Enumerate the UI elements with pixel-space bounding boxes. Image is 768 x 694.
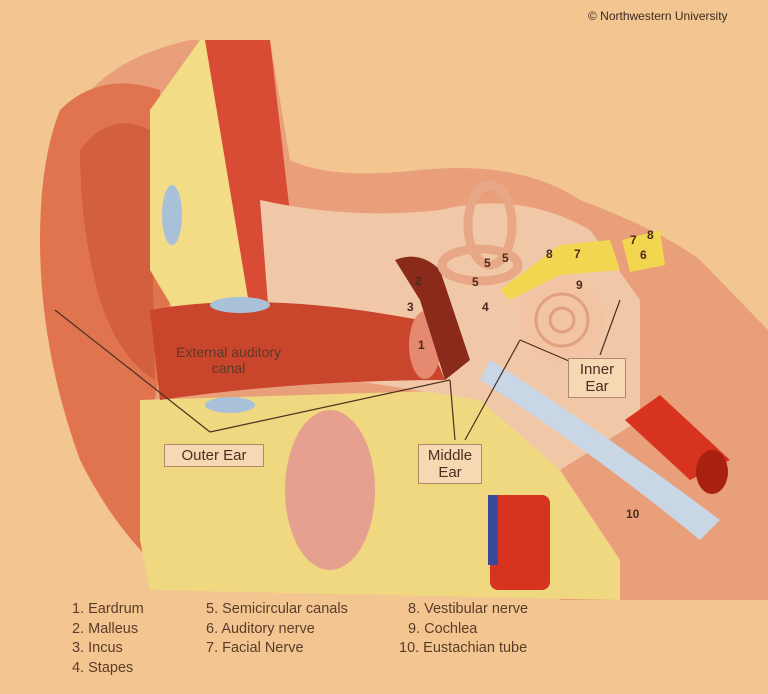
- outer-ear-label: Outer Ear: [164, 444, 264, 467]
- marker-5: 5: [484, 256, 491, 270]
- marker-9: 9: [576, 278, 583, 292]
- legend-column-2: 5. Semicircular canals 6. Auditory nerve…: [206, 600, 348, 659]
- marker-5: 5: [472, 275, 479, 289]
- legend-item: 5. Semicircular canals: [206, 601, 348, 617]
- cochlea: [520, 278, 604, 362]
- external-canal-label: External auditory canal: [176, 344, 281, 376]
- external-canal-label-line1: External auditory: [176, 344, 282, 360]
- marker-5: 5: [502, 251, 509, 265]
- external-auditory-canal: [150, 302, 445, 400]
- nerve-stub: [622, 230, 665, 272]
- marker-7: 7: [630, 233, 637, 247]
- vein: [488, 495, 498, 565]
- copyright-notice: © Northwestern University: [588, 9, 728, 23]
- legend-item: 7. Facial Nerve: [206, 640, 304, 656]
- middle-ear-label: Middle Ear: [418, 444, 482, 484]
- eustachian-tube: [480, 360, 720, 540]
- parotid-gland: [285, 410, 375, 570]
- inner-ear-line1: Inner: [579, 361, 615, 378]
- vessel: [490, 495, 550, 590]
- middle-ear-line2: Ear: [438, 464, 462, 481]
- inner-ear-label: Inner Ear: [568, 358, 626, 398]
- legend-item: 9. Cochlea: [408, 620, 478, 637]
- marker-4: 4: [482, 300, 489, 314]
- legend-column-3: 8. Vestibular nerve 9. Cochlea 10. Eusta…: [399, 600, 528, 659]
- marker-8: 8: [647, 228, 654, 242]
- nerve-bundle: [500, 240, 620, 300]
- marker-8: 8: [546, 247, 553, 261]
- legend-item: 4. Stapes: [72, 659, 134, 676]
- middle-ear-cavity: [395, 256, 470, 380]
- middle-ear-line1: Middle: [427, 447, 473, 464]
- legend-column-1: 1. Eardrum 2. Malleus 3. Incus 4. Stapes: [72, 600, 144, 678]
- marker-10: 10: [626, 507, 640, 521]
- leader-lines: [54, 299, 621, 441]
- semicircular-canal: [437, 244, 523, 286]
- inner-ear-line2: Ear: [585, 378, 609, 395]
- legend-item: 6. Auditory nerve: [206, 620, 315, 637]
- legend-item: 2. Malleus: [72, 620, 139, 637]
- legend-item: 1. Eardrum: [72, 601, 144, 617]
- marker-6: 6: [640, 248, 647, 262]
- semicircular-canal: [463, 180, 517, 270]
- marker-2: 2: [415, 274, 422, 288]
- marker-1: 1: [418, 338, 425, 352]
- legend-item: 8. Vestibular nerve: [408, 601, 529, 617]
- legend-item: 10. Eustachian tube: [399, 640, 528, 656]
- pinna-inner: [80, 123, 155, 381]
- marker-3: 3: [407, 300, 414, 314]
- external-canal-label-line2: canal: [211, 360, 246, 376]
- legend-item: 3. Incus: [72, 640, 123, 656]
- marker-7: 7: [574, 247, 581, 261]
